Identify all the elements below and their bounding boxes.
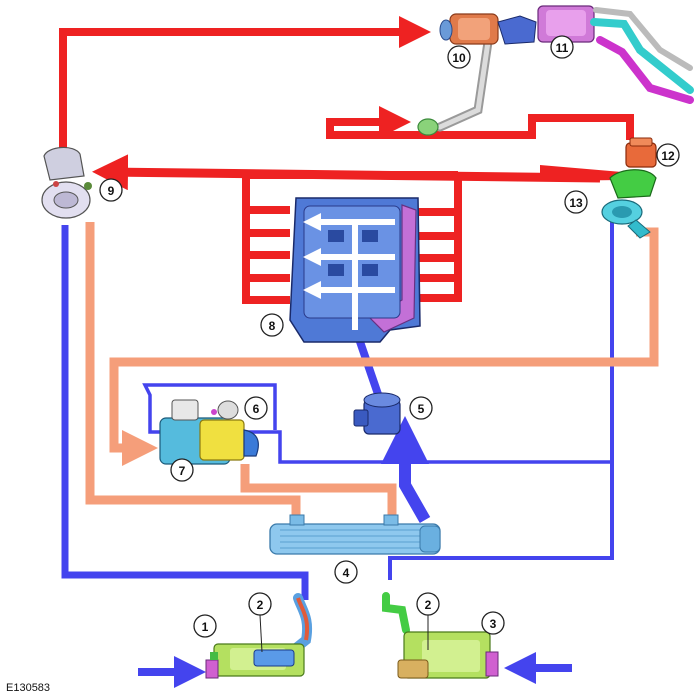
- turbo-9-to-aftercooler-1-duct: [61, 225, 309, 600]
- intercooler-icon: [269, 514, 441, 555]
- callout-4: 4: [334, 560, 358, 584]
- callout-2-right: 2: [416, 592, 440, 650]
- engine-airflow-arrows: [303, 213, 395, 330]
- svg-text:12: 12: [661, 149, 675, 163]
- exhaust-to-turbo-9-arrow: [92, 154, 601, 191]
- tail-pipe-inner: [437, 39, 491, 130]
- intercooler-to-throttle-arrow: [381, 416, 431, 523]
- svg-text:1: 1: [202, 620, 209, 634]
- turbocharger-13-icon: [601, 137, 657, 239]
- callout-12: 12: [656, 143, 680, 167]
- turbo-9-to-intercooler-duct: [85, 222, 301, 520]
- valve-7-to-intercooler-duct: [240, 464, 397, 520]
- figure-reference: E130583: [6, 682, 51, 694]
- turbocharger-9-icon: [41, 146, 92, 219]
- svg-text:13: 13: [569, 196, 583, 210]
- svg-text:2: 2: [425, 598, 432, 612]
- exhaust-pipe-cyan: [590, 18, 694, 94]
- tail-pipe-flange: [417, 118, 439, 136]
- callout-13: 13: [564, 190, 588, 214]
- callout-10: 10: [447, 45, 471, 69]
- svg-text:7: 7: [179, 464, 186, 478]
- svg-text:9: 9: [108, 184, 115, 198]
- throttle-body-icon: [353, 392, 401, 435]
- exhaust-flow: [59, 16, 634, 304]
- callout-7: 7: [170, 458, 194, 482]
- svg-text:2: 2: [257, 598, 264, 612]
- exhaust-from-turbo-12-arrow: [326, 106, 634, 140]
- bypass-valve-icon: [159, 399, 259, 465]
- callout-5: 5: [409, 396, 433, 420]
- turbo-13-to-valve-7-arrow: [109, 227, 659, 466]
- svg-text:11: 11: [556, 41, 569, 55]
- engine-icon: [289, 197, 421, 343]
- exhaust-to-catalyst-arrow: [59, 16, 431, 148]
- cool-charge-flow: [61, 222, 614, 688]
- aftercooler-3-icon: [382, 592, 499, 679]
- aftercooler-1-icon: [205, 593, 312, 679]
- exhaust-after-treatment: [417, 5, 694, 136]
- callout-3: 3: [481, 611, 505, 635]
- callout-2-left: 2: [248, 592, 272, 653]
- callout-11: 11: [550, 35, 574, 59]
- svg-text:6: 6: [253, 402, 260, 416]
- exhaust-manifold-right: [412, 208, 462, 302]
- bypass-line: [142, 383, 612, 464]
- exhaust-taper: [540, 165, 622, 181]
- callout-1: 1: [193, 614, 217, 638]
- svg-text:4: 4: [343, 566, 350, 580]
- exhaust-pipe-magenta: [596, 36, 694, 104]
- callout-6: 6: [244, 396, 268, 420]
- svg-text:10: 10: [452, 51, 466, 65]
- warm-charge-flow: [85, 222, 659, 520]
- svg-text:5: 5: [418, 402, 425, 416]
- exhaust-manifold-left: [242, 206, 290, 304]
- callout-8: 8: [260, 313, 284, 337]
- svg-text:3: 3: [490, 617, 497, 631]
- callout-9: 9: [99, 178, 123, 202]
- svg-text:8: 8: [269, 319, 276, 333]
- wastegate-actuator-12: [625, 142, 657, 168]
- turbo-13-to-aftercooler-3-duct: [388, 222, 614, 580]
